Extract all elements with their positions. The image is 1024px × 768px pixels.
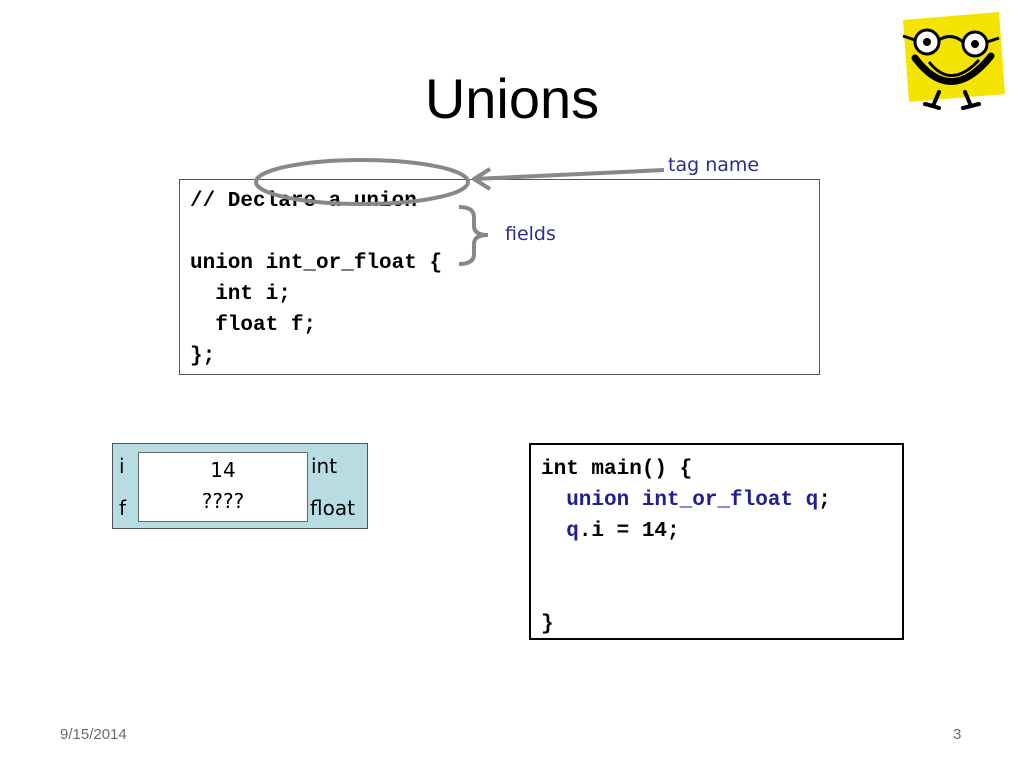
code-line-close: };	[190, 345, 216, 368]
code-line-union-header: union int_or_float {	[190, 252, 443, 275]
tag-name-highlight-ellipse	[254, 158, 470, 206]
semicolon-text: ;	[818, 489, 831, 512]
main-function-code-box: int main() { union int_or_float q; q.i =…	[529, 443, 904, 640]
memory-cell-int: 14	[138, 452, 308, 487]
union-declaration-code-box: // Declare a union union int_or_float { …	[179, 179, 820, 375]
slide-title: Unions	[424, 67, 600, 130]
code-line-int-field: int i;	[190, 283, 291, 306]
field-f-label: f	[119, 496, 127, 520]
main-line-close: }	[541, 613, 554, 636]
main-line-blank-2	[541, 578, 892, 609]
fields-annotation: fields	[505, 223, 556, 245]
tag-name-annotation: tag name	[668, 154, 760, 176]
union-memory-diagram: i f 14 ???? int float	[112, 443, 368, 529]
fields-brace	[458, 205, 489, 266]
slide-page-number: 3	[953, 726, 962, 743]
tag-name-arrow-line	[473, 168, 665, 181]
slide-date: 9/15/2014	[60, 726, 127, 743]
mascot-logo-icon	[902, 12, 1005, 110]
type-int-label: int	[311, 454, 338, 478]
var-q-text: q	[805, 489, 819, 512]
memory-cell-float: ????	[138, 486, 308, 522]
tag-name-arrowhead	[472, 167, 492, 191]
union-type-text: union int_or_float	[541, 489, 806, 512]
code-line-comment: // Declare a union	[190, 190, 417, 213]
assign-rest-text: .i = 14;	[578, 520, 680, 543]
type-float-label: float	[310, 496, 355, 520]
main-line-assign: q.i = 14;	[541, 516, 892, 547]
main-line-signature: int main() {	[541, 458, 693, 481]
main-line-blank-1	[541, 547, 892, 578]
main-line-declare-q: union int_or_float q;	[541, 485, 892, 516]
var-q-assign-text: q	[541, 520, 579, 543]
code-line-float-field: float f;	[190, 314, 317, 337]
field-i-label: i	[119, 454, 125, 478]
